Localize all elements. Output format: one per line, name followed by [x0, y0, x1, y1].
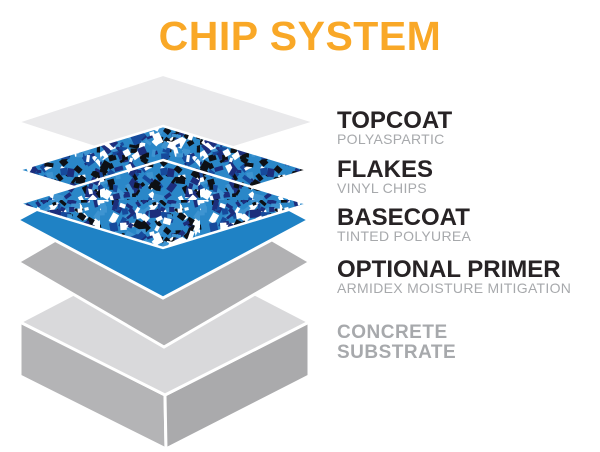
label-concrete-substrate: CONCRETE SUBSTRATE — [337, 323, 592, 363]
label-optional-primer: OPTIONAL PRIMER ARMIDEX MOISTURE MITIGAT… — [337, 257, 592, 296]
layer-material: TINTED POLYUREA — [337, 228, 472, 244]
layer-name: BASECOAT — [337, 204, 470, 231]
label-flakes: FLAKES VINYL CHIPS — [337, 157, 592, 196]
label-basecoat: BASECOAT TINTED POLYUREA — [337, 205, 592, 244]
layer-name: CONCRETE SUBSTRATE — [337, 322, 457, 363]
layer-name: FLAKES — [337, 156, 433, 183]
diagram-title: CHIP SYSTEM — [158, 13, 442, 59]
layer-material: POLYASPARTIC — [337, 131, 445, 147]
layer-material: VINYL CHIPS — [337, 180, 427, 196]
flake-layer-front — [13, 158, 313, 250]
label-topcoat: TOPCOAT POLYASPARTIC — [337, 108, 592, 147]
layer-name: TOPCOAT — [337, 107, 453, 134]
layer-material: ARMIDEX MOISTURE MITIGATION — [337, 280, 572, 296]
layer-name: OPTIONAL PRIMER — [337, 256, 561, 283]
